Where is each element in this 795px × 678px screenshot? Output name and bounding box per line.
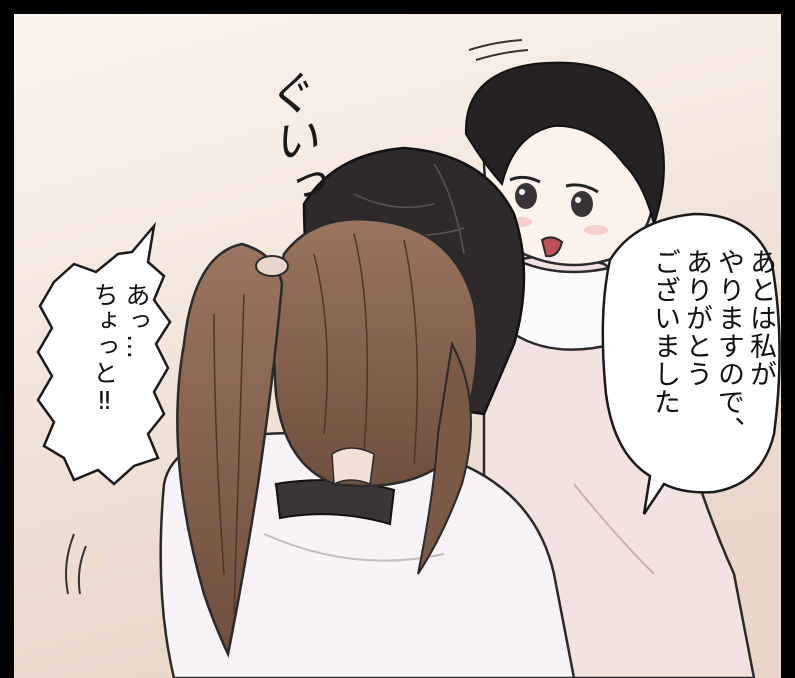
mouth: [540, 236, 564, 258]
speech-bubble-left: [36, 221, 172, 486]
illustration: [14, 14, 781, 678]
black-hair: [464, 61, 665, 228]
sound-effect-text: ぐいっ: [255, 67, 329, 212]
left-ponytail: [176, 242, 284, 658]
right-eye: [571, 191, 593, 217]
speech-left-text: あっ… ちょっと‼: [90, 282, 151, 416]
speech-bubble-right: [601, 212, 781, 515]
left-eye: [515, 183, 537, 209]
speech-right-text: あとは私が やりますので、 ありがとう ございました: [649, 248, 776, 444]
motion-lines: [65, 39, 529, 595]
panel-artwork: あとは私が やりますので、 ありがとう ございました あっ… ちょっと‼ ぐいっ: [14, 14, 781, 678]
